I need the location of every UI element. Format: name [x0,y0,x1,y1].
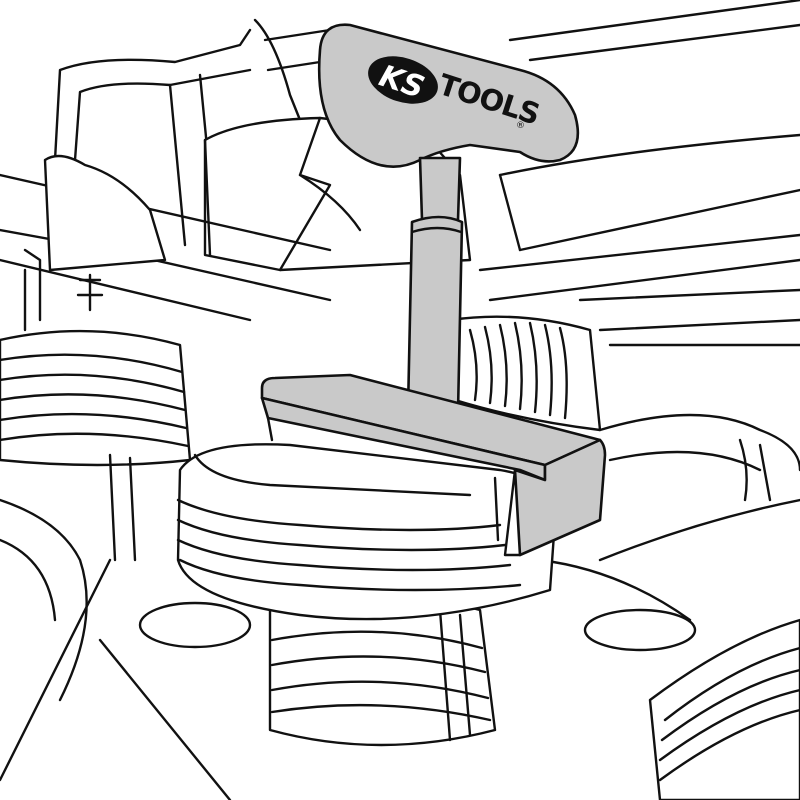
tool-sleeve [406,215,464,417]
logo-registered-mark: ® [516,121,525,131]
tool-bracket-end [513,438,607,557]
valve-spring-assembly [176,443,557,747]
tool-shaft [418,156,462,222]
logo-ks-badge [368,56,438,104]
valve-spring-compressor-tool: KS TOOLS ® [260,23,607,557]
